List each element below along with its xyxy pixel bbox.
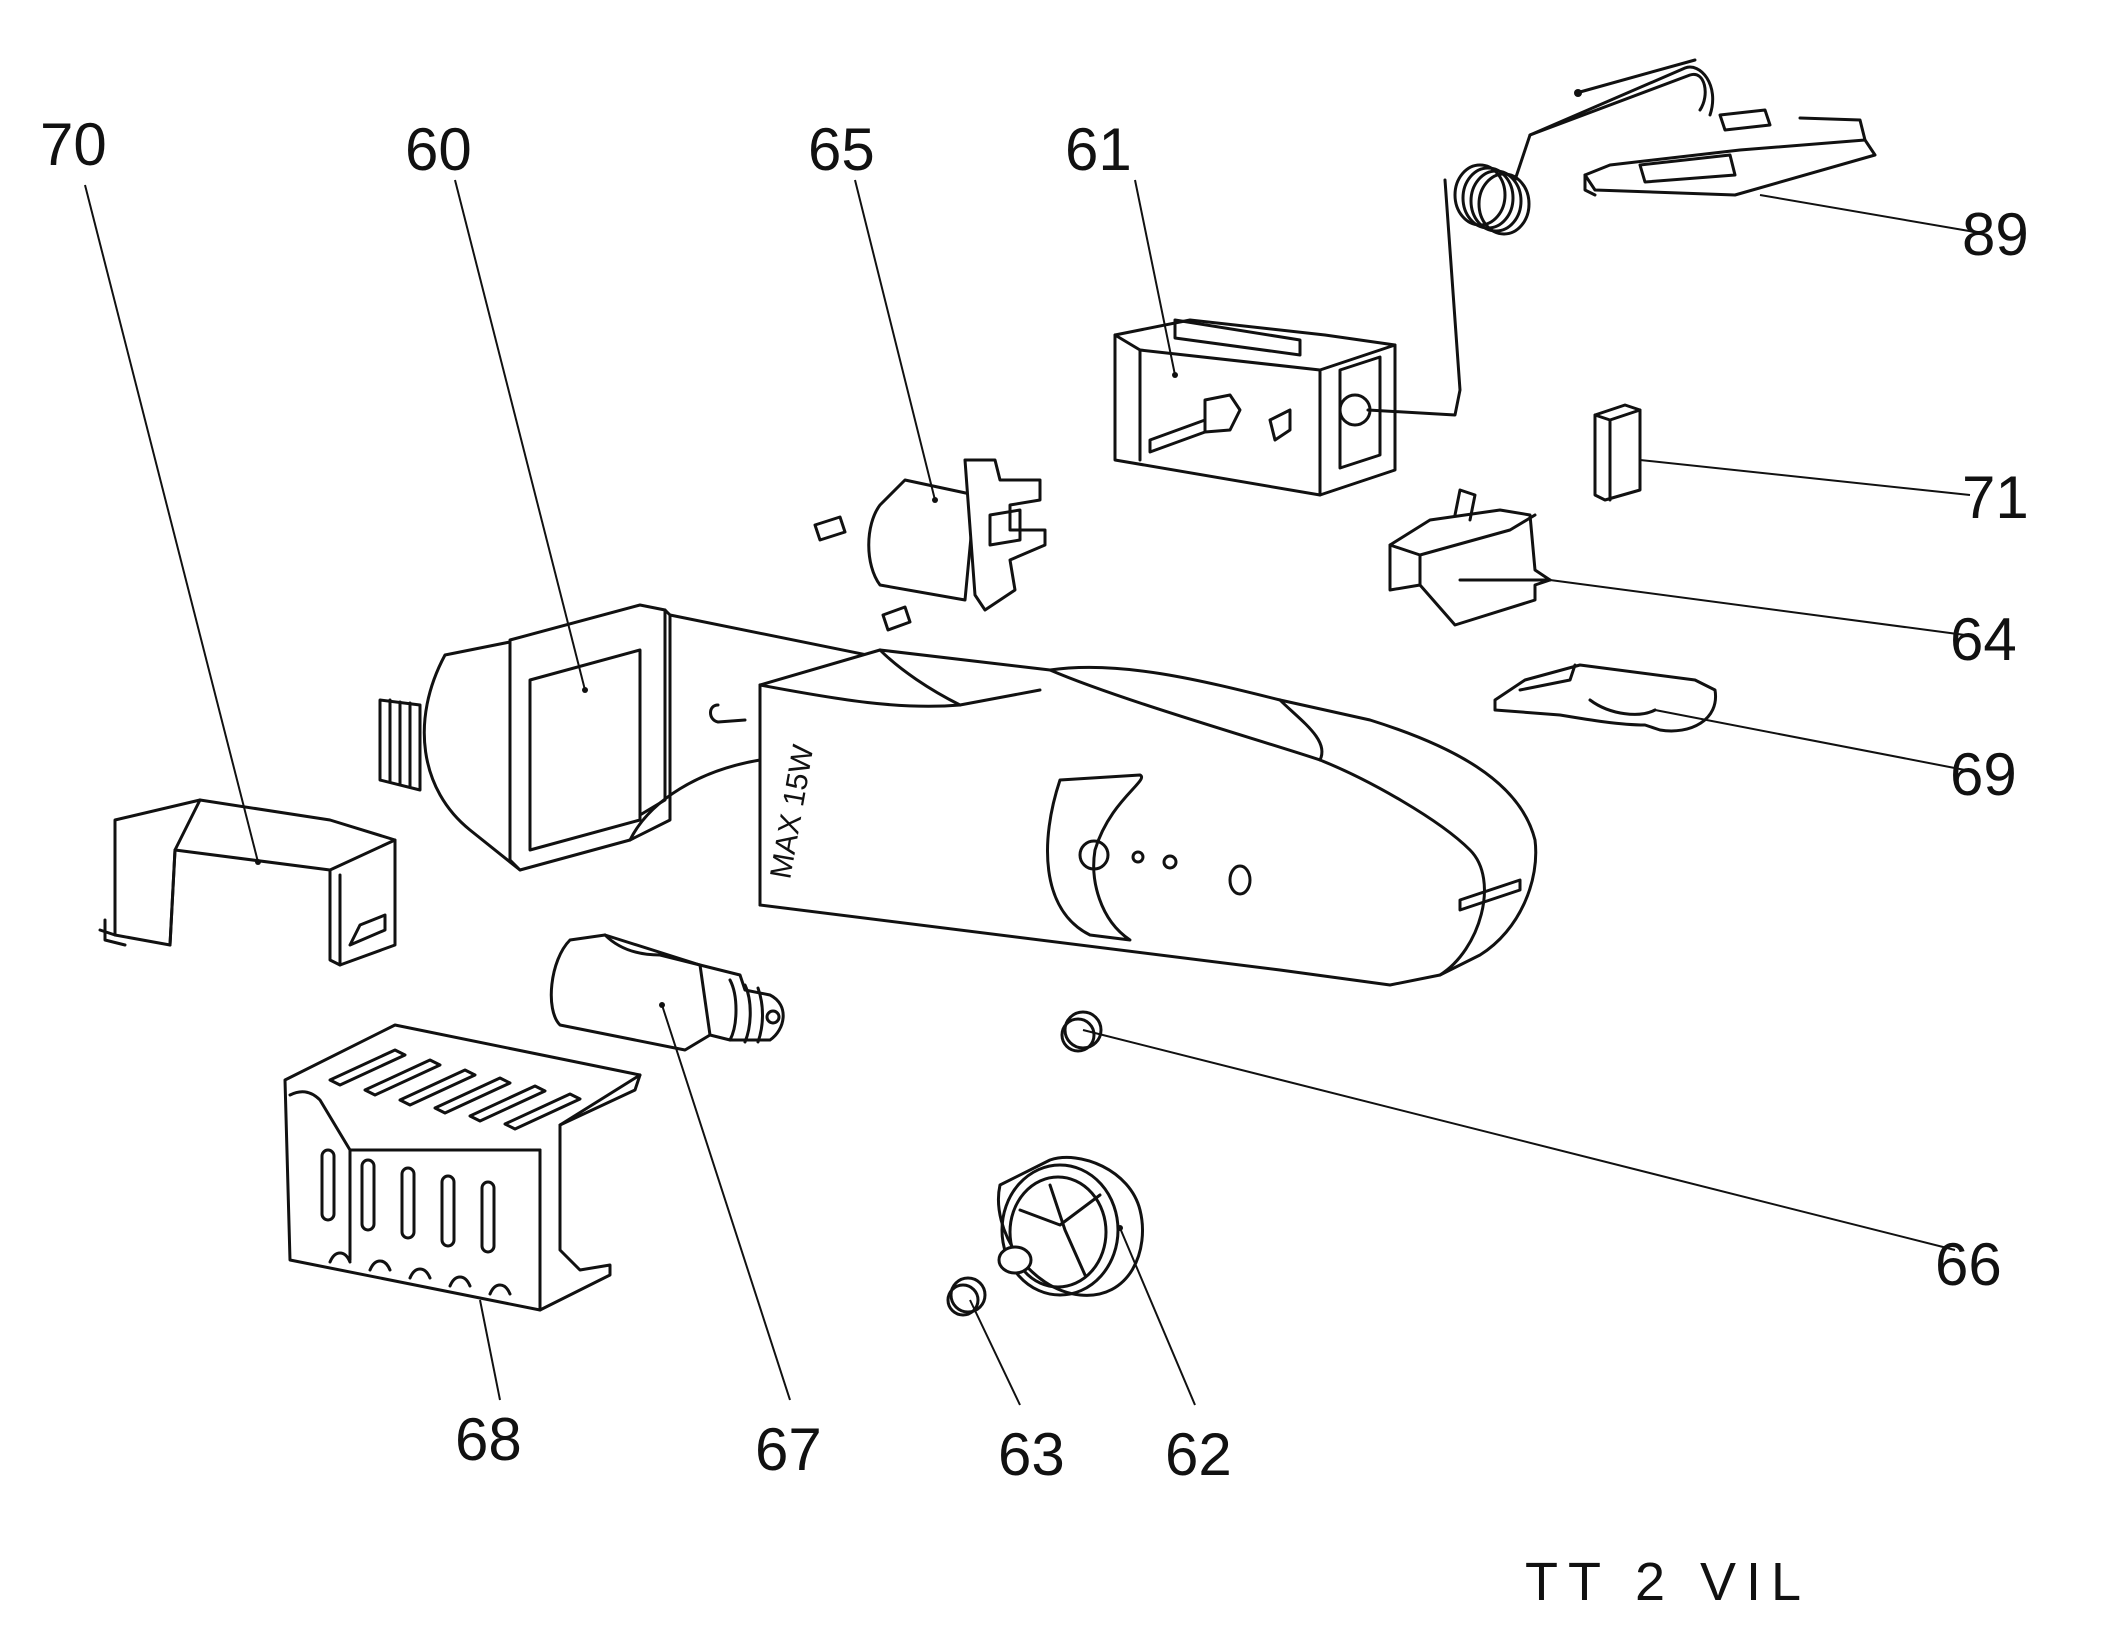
label-61: 61 (1065, 116, 1132, 183)
part-68-grille (283, 1023, 642, 1312)
part-66-screw (1060, 1010, 1103, 1053)
leader-lines (84, 179, 1976, 1406)
part-64-switch (1388, 488, 1552, 627)
label-66: 66 (1935, 1231, 2002, 1298)
label-69: 69 (1950, 741, 2017, 808)
part-71-block (1593, 403, 1642, 502)
label-63: 63 (998, 1421, 1065, 1488)
part-62-knob (997, 1155, 1144, 1297)
label-67: 67 (755, 1416, 822, 1483)
part-89-clip (1583, 108, 1877, 197)
drawing-code: TT 2 VIL (1525, 1552, 1811, 1612)
part-70-bracket (98, 798, 397, 967)
part-63-cap (946, 1276, 987, 1317)
label-89: 89 (1962, 201, 2029, 268)
label-65: 65 (808, 116, 875, 183)
main-housing: MAX 15W (709, 648, 1538, 987)
label-60: 60 (405, 116, 472, 183)
label-68: 68 (455, 1406, 522, 1473)
part-60-lamp-holder (378, 603, 1042, 872)
part-61-thermostat (1113, 58, 1715, 497)
label-71: 71 (1962, 464, 2029, 531)
label-64: 64 (1950, 606, 2017, 673)
part-67-lamp (549, 933, 785, 1052)
label-70: 70 (40, 111, 107, 178)
part-labels: 70 60 65 61 89 71 64 69 66 68 67 63 62 (40, 111, 2029, 1488)
label-62: 62 (1165, 1421, 1232, 1488)
part-65-lamp-socket (813, 458, 1047, 632)
part-69-plate (1493, 663, 1717, 733)
